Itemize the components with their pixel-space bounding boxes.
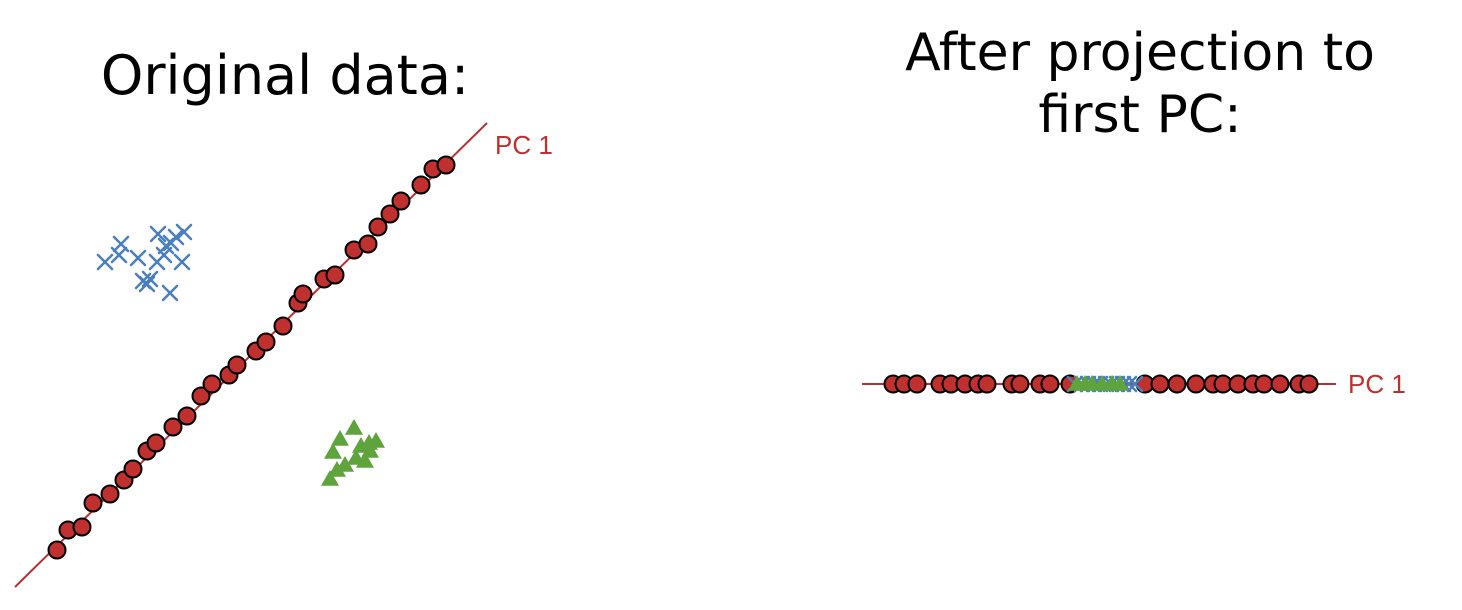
original-cross-point-13 xyxy=(167,228,185,246)
projected-circle-point-16 xyxy=(1167,374,1187,394)
original-triangle-point-10 xyxy=(367,432,385,448)
original-cross-point-14 xyxy=(173,253,191,271)
original-circle-point-13 xyxy=(202,374,222,394)
projected-triangle-point-6 xyxy=(1111,375,1129,391)
projected-circle-point-3 xyxy=(907,374,927,394)
original-triangle-point-2 xyxy=(328,461,346,477)
original-triangle-point-8 xyxy=(356,452,374,468)
pc1-axis-label-projected: PC 1 xyxy=(1348,369,1406,399)
projected-circle-point-17 xyxy=(1186,374,1206,394)
original-triangle-point-3 xyxy=(331,430,349,446)
original-cross-point-6 xyxy=(138,275,156,293)
right-panel-title-line-2: first PC: xyxy=(1038,85,1242,146)
original-circle-point-24 xyxy=(358,234,378,254)
original-cross-point-16 xyxy=(161,284,179,302)
left-panel-title: Original data: xyxy=(100,44,470,107)
original-cross-point-7 xyxy=(141,270,159,288)
projected-circle-point-15 xyxy=(1150,374,1170,394)
original-circle-point-7 xyxy=(123,459,143,479)
pc1-axis-label-original: PC 1 xyxy=(495,130,553,160)
original-cross-point-15 xyxy=(175,223,193,241)
projected-data-points xyxy=(883,374,1319,394)
original-circle-point-9 xyxy=(146,433,166,453)
projected-circle-point-23 xyxy=(1270,374,1290,394)
projected-circle-point-22 xyxy=(1254,374,1274,394)
original-circle-point-3 xyxy=(72,517,92,537)
original-circle-point-15 xyxy=(227,355,247,375)
right-panel-title: After projection to first PC: xyxy=(850,22,1430,147)
original-cross-point-9 xyxy=(149,225,167,243)
original-triangle-point-12 xyxy=(352,437,370,453)
projected-circle-point-8 xyxy=(977,374,997,394)
projected-circle-point-25 xyxy=(1299,374,1319,394)
original-triangle-point-7 xyxy=(345,419,363,435)
original-circle-point-17 xyxy=(256,332,276,352)
original-circle-point-18 xyxy=(273,316,293,336)
original-circle-point-27 xyxy=(391,191,411,211)
original-cross-point-4 xyxy=(129,249,147,267)
projected-cross-point-11 xyxy=(1126,375,1144,393)
original-cross-point-3 xyxy=(112,235,130,253)
original-cross-point-1 xyxy=(96,253,114,271)
projected-circle-point-12 xyxy=(1040,374,1060,394)
projected-circle-point-10 xyxy=(1010,374,1030,394)
original-circle-point-4 xyxy=(83,493,103,513)
original-circle-point-25 xyxy=(368,217,388,237)
original-triangle-point-5 xyxy=(336,456,354,472)
original-circle-point-22 xyxy=(325,265,345,285)
original-circle-point-1 xyxy=(47,540,67,560)
original-triangle-point-4 xyxy=(324,443,342,459)
original-data-points xyxy=(47,155,456,560)
left-panel: PC 1 xyxy=(14,122,553,588)
original-circle-point-26 xyxy=(380,204,400,224)
original-triangle-point-11 xyxy=(361,442,379,458)
original-circle-point-30 xyxy=(436,155,456,175)
original-circle-point-28 xyxy=(411,175,431,195)
original-circle-point-5 xyxy=(100,484,120,504)
original-circle-point-10 xyxy=(163,417,183,437)
original-circle-point-12 xyxy=(191,386,211,406)
original-triangle-point-1 xyxy=(321,470,339,486)
original-circle-point-11 xyxy=(177,406,197,426)
original-circle-point-20 xyxy=(293,284,313,304)
right-panel: PC 1 xyxy=(862,369,1406,399)
right-panel-title-line-1: After projection to xyxy=(905,23,1375,83)
